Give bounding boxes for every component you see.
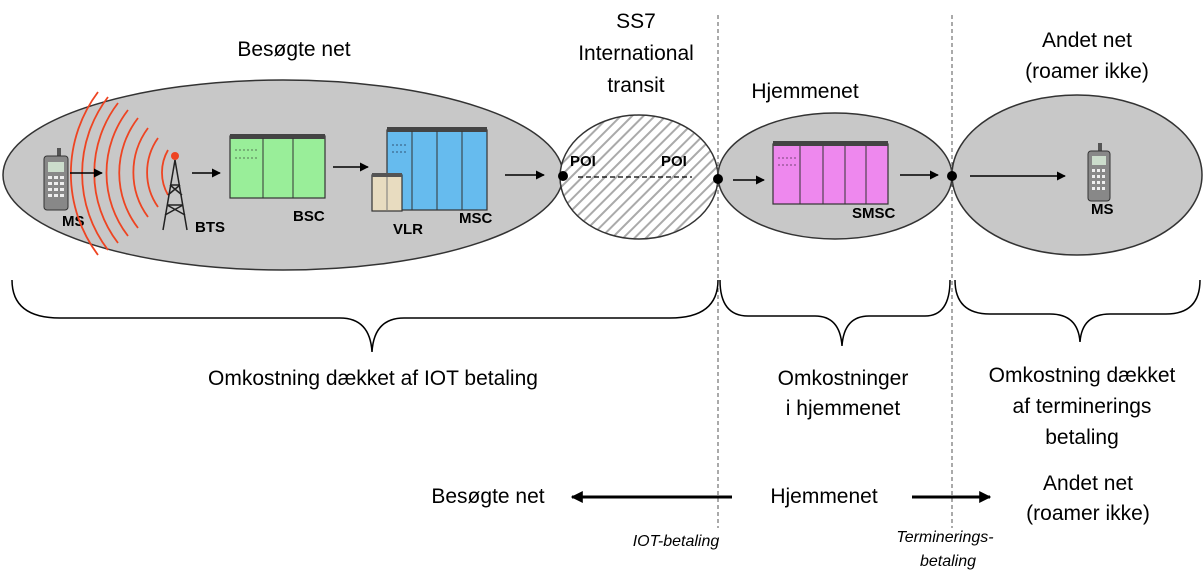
poi-left-dot: [558, 171, 568, 181]
transit-label-line2: International: [578, 42, 694, 65]
termination-cost-brace: [954, 279, 1201, 343]
termination-cost-label-line3: betaling: [1045, 426, 1119, 449]
flow-other-label-line2: (roamer ikke): [1026, 502, 1150, 525]
bts-label: BTS: [195, 219, 225, 236]
mobile-phone-right-icon: [1087, 143, 1111, 202]
poi-right-label: POI: [661, 153, 687, 170]
bsc-cabinet-icon: [229, 134, 326, 199]
bsc-label: BSC: [293, 208, 325, 225]
vlr-database-icon: [371, 173, 403, 212]
iot-cost-label: Omkostning dækket af IOT betaling: [208, 367, 538, 390]
poi-home-dot: [947, 171, 957, 181]
vlr-label: VLR: [393, 221, 423, 238]
termination-payment-label-line1: Terminerings-: [896, 529, 993, 546]
smsc-cabinet-icon: [772, 141, 889, 205]
ms-left-label: MS: [62, 213, 85, 230]
transit-label-line3: transit: [607, 74, 664, 97]
flow-other-label-line1: Andet net: [1043, 472, 1133, 495]
iot-payment-label: IOT-betaling: [633, 533, 720, 550]
transit-label-line1: SS7: [616, 10, 656, 33]
home-cost-label-line1: Omkostninger: [778, 367, 909, 390]
poi-right-dot: [713, 174, 723, 184]
termination-cost-label-line2: af terminerings: [1013, 395, 1152, 418]
termination-payment-label-line2: betaling: [920, 553, 976, 570]
visited-network-label: Besøgte net: [237, 38, 350, 61]
termination-cost-label-line1: Omkostning dækket: [989, 364, 1176, 387]
smsc-label: SMSC: [852, 205, 896, 222]
home-cost-brace: [719, 279, 951, 347]
other-network-label-line1: Andet net: [1042, 29, 1132, 52]
msc-label: MSC: [459, 210, 493, 227]
msc-cabinet-icon: [386, 127, 488, 211]
poi-left-label: POI: [570, 153, 596, 170]
home-network-label: Hjemmenet: [751, 80, 859, 103]
other-network-label-line2: (roamer ikke): [1025, 60, 1149, 83]
ms-right-label: MS: [1091, 201, 1114, 218]
bts-tower-icon: [162, 152, 188, 231]
home-cost-label-line2: i hjemmenet: [786, 397, 901, 420]
flow-visited-label: Besøgte net: [431, 485, 544, 508]
flow-home-label: Hjemmenet: [770, 485, 878, 508]
iot-cost-brace: [11, 279, 719, 353]
mobile-phone-icon: [43, 148, 69, 211]
other-network-ellipse: [951, 94, 1203, 256]
